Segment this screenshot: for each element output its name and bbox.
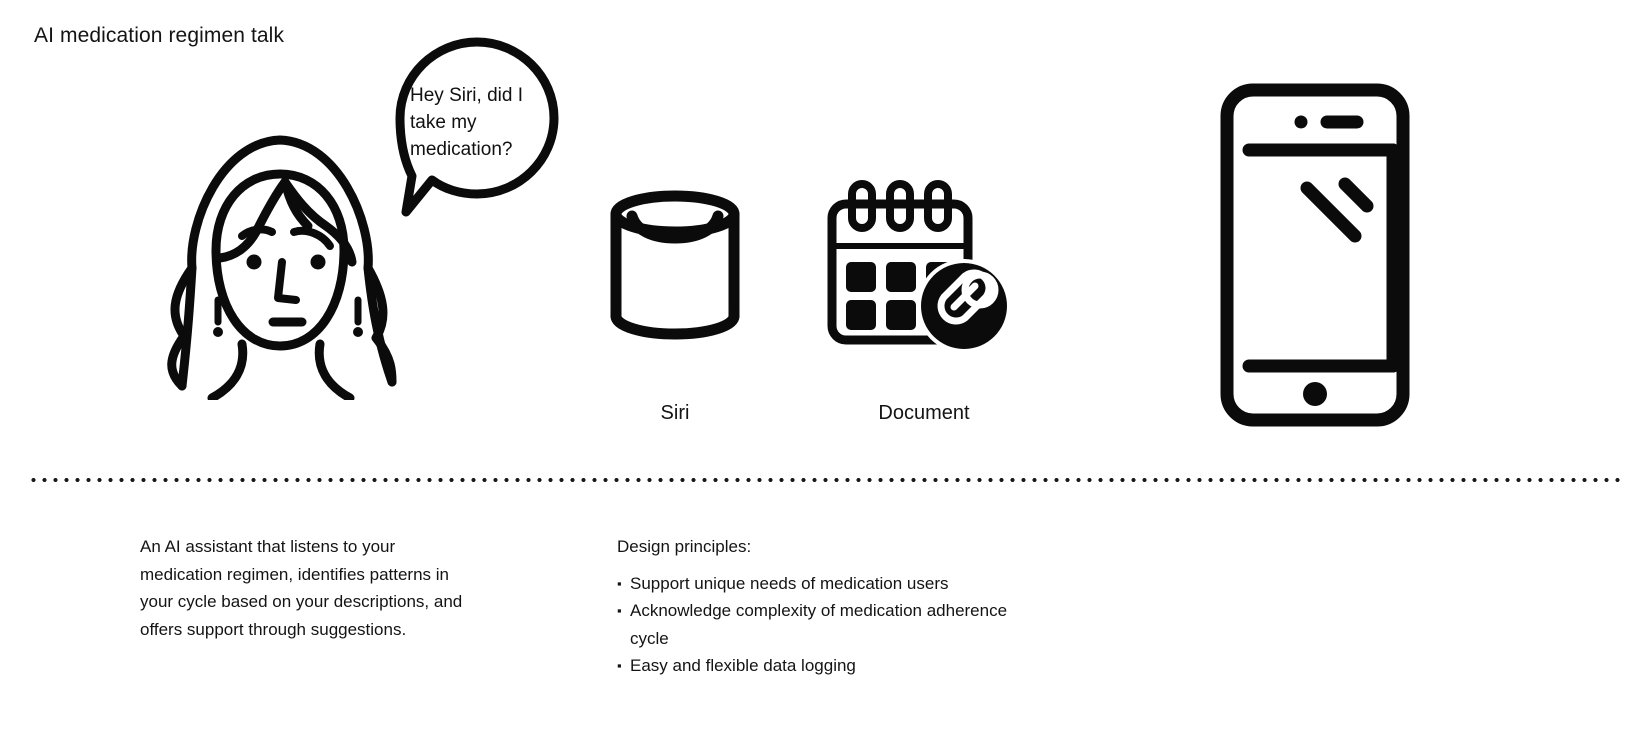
- document-icon-caption: Document: [878, 402, 970, 424]
- list-item: ▪ Support unique needs of medication use…: [617, 570, 1037, 598]
- bullet-marker-icon: ▪: [617, 603, 622, 618]
- siri-icon-caption: Siri: [660, 402, 690, 424]
- bullet-marker-icon: ▪: [617, 575, 622, 591]
- design-principles-block: Design principles: ▪ Support unique need…: [617, 533, 1037, 680]
- list-item: ▪ Acknowledge complexity of medication a…: [617, 597, 1037, 652]
- bullet-marker-icon: ▪: [617, 658, 622, 673]
- woman-line-drawing: [130, 110, 430, 403]
- smartphone-icon: [1215, 80, 1415, 430]
- list-item-label: Acknowledge complexity of medication adh…: [630, 601, 1008, 648]
- speech-bubble: [382, 34, 572, 224]
- page-title: AI medication regimen talk: [34, 24, 285, 47]
- list-item-label: Easy and flexible data logging: [630, 656, 856, 675]
- design-principles-list: ▪ Support unique needs of medication use…: [617, 570, 1037, 680]
- list-item: ▪ Easy and flexible data logging: [617, 652, 1037, 680]
- calendar-pill-document-icon: [824, 180, 1024, 360]
- siri-speaker-icon: [600, 186, 750, 346]
- speech-bubble-text: Hey Siri, did I take my medication?: [410, 85, 523, 160]
- dotted-divider: [28, 476, 1626, 484]
- design-principles-heading: Design principles:: [617, 537, 752, 556]
- description-paragraph: An AI assistant that listens to your med…: [140, 537, 463, 639]
- list-item-label: Support unique needs of medication users: [630, 573, 949, 593]
